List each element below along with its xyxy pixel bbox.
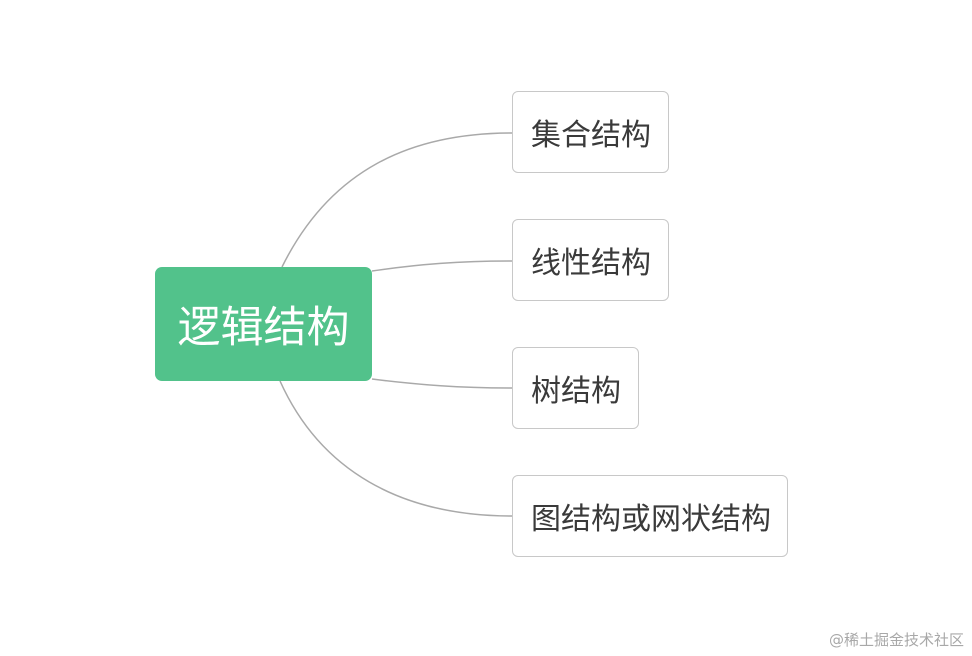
- child-node-label: 集合结构: [531, 118, 651, 153]
- watermark: @稀土掘金技术社区: [828, 631, 964, 649]
- child-node-label: 树结构: [531, 374, 621, 409]
- child-node-linear[interactable]: 线性结构: [512, 219, 669, 301]
- child-node-tree[interactable]: 树结构: [512, 347, 639, 429]
- connector-to-child-0: [281, 132, 513, 268]
- connector-to-child-2: [371, 378, 513, 389]
- child-node-graph[interactable]: 图结构或网状结构: [512, 475, 788, 557]
- connector-to-child-1: [371, 260, 513, 272]
- connector-to-child-3: [279, 380, 513, 517]
- child-node-label: 图结构或网状结构: [531, 502, 771, 537]
- root-node-label: 逻辑结构: [177, 303, 350, 353]
- root-node[interactable]: 逻辑结构: [155, 267, 372, 381]
- child-node-collection[interactable]: 集合结构: [512, 91, 669, 173]
- child-node-label: 线性结构: [531, 246, 651, 281]
